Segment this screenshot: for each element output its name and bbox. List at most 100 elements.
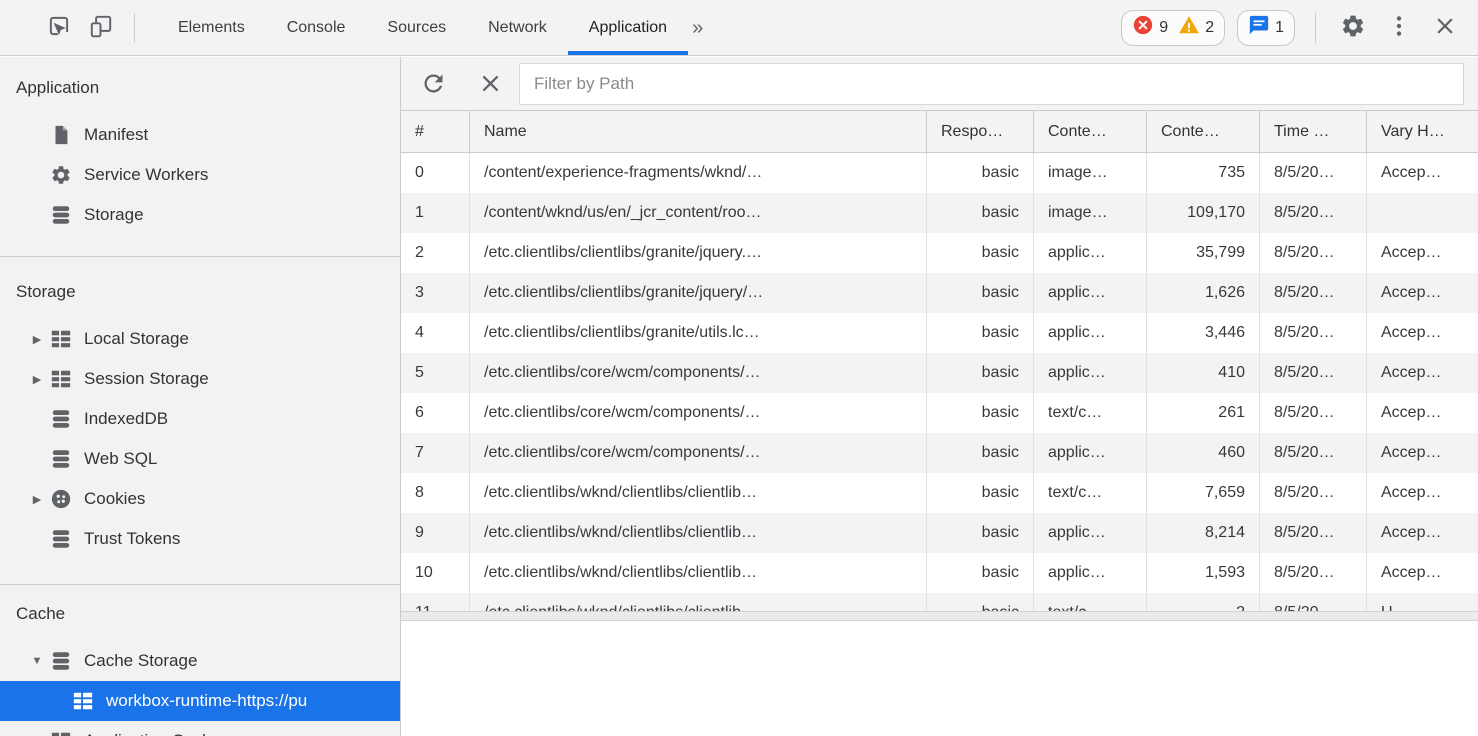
cell: 7 (401, 433, 470, 473)
table-row[interactable]: 6/etc.clientlibs/core/wcm/components/…ba… (401, 393, 1478, 433)
sidebar-item-label: Service Workers (84, 165, 209, 184)
cell: image… (1034, 193, 1147, 233)
sidebar-item-storage[interactable]: Storage (0, 195, 400, 235)
cell: basic (927, 553, 1034, 593)
table-icon (48, 728, 74, 736)
inspect-element-button[interactable] (42, 11, 76, 45)
sidebar-item-local-storage[interactable]: ▶ Local Storage (0, 319, 400, 359)
table-row[interactable]: 3/etc.clientlibs/clientlibs/granite/jque… (401, 273, 1478, 313)
cell: Accep… (1381, 444, 1442, 461)
cell: Accep… (1381, 404, 1442, 421)
sidebar-item-manifest[interactable]: Manifest (0, 115, 400, 155)
tab-network[interactable]: Network (467, 0, 568, 55)
cell: 6 (401, 393, 470, 433)
toggle-device-toolbar-button[interactable] (84, 11, 118, 45)
refresh-button[interactable] (417, 69, 449, 101)
console-messages-badge[interactable]: 1 (1237, 9, 1295, 46)
sidebar-item-trust-tokens[interactable]: Trust Tokens (0, 519, 400, 559)
cell: applic… (1034, 353, 1147, 393)
database-icon (48, 446, 74, 472)
cell: 8 (401, 473, 470, 513)
more-options-button[interactable] (1382, 11, 1416, 45)
clear-x-icon (477, 70, 504, 100)
cell: 3 (401, 273, 470, 313)
sidebar-item-indexeddb[interactable]: IndexedDB (0, 399, 400, 439)
sidebar-item-session-storage[interactable]: ▶ Session Storage (0, 359, 400, 399)
cell: basic (927, 153, 1034, 193)
table-row[interactable]: 10/etc.clientlibs/wknd/clientlibs/client… (401, 553, 1478, 593)
cell: 410 (1147, 353, 1260, 393)
toolbar-right-controls: 9 2 1 (1121, 9, 1478, 46)
horizontal-scrollbar[interactable] (401, 611, 1478, 621)
sidebar-item-label: Local Storage (84, 329, 189, 348)
tab-application[interactable]: Application (567, 0, 689, 55)
table-icon (70, 688, 96, 714)
database-icon (48, 406, 74, 432)
sidebar-item-label: Session Storage (84, 369, 209, 388)
sidebar-item-service-workers[interactable]: Service Workers (0, 155, 400, 195)
expand-collapsed-icon[interactable]: ▶ (32, 373, 42, 386)
column-header-2[interactable]: Respo… (927, 111, 1034, 152)
delete-selected-button[interactable] (474, 69, 506, 101)
console-issues-badge[interactable]: 9 2 (1121, 9, 1226, 46)
document-icon (48, 122, 74, 148)
cell: 8/5/20… (1260, 353, 1367, 393)
column-header-5[interactable]: Time … (1260, 111, 1367, 152)
cell: basic (927, 233, 1034, 273)
close-devtools-button[interactable] (1428, 11, 1462, 45)
table-row[interactable]: 5/etc.clientlibs/core/wcm/components/…ba… (401, 353, 1478, 393)
cell: text/c… (1034, 473, 1147, 513)
cell: /etc.clientlibs/wknd/clientlibs/clientli… (470, 593, 927, 611)
table-row[interactable]: 8/etc.clientlibs/wknd/clientlibs/clientl… (401, 473, 1478, 513)
cell: 7,659 (1147, 473, 1260, 513)
expand-collapsed-icon[interactable]: ▶ (32, 493, 42, 506)
column-header-6[interactable]: Vary H… (1381, 123, 1445, 140)
table-row[interactable]: 0/content/experience-fragments/wknd/…bas… (401, 153, 1478, 193)
expand-expanded-icon[interactable]: ▼ (31, 655, 43, 667)
sidebar-item-application-cache[interactable]: Application Cache (0, 721, 400, 736)
database-icon (48, 526, 74, 552)
tab-sources[interactable]: Sources (366, 0, 467, 55)
cell: basic (927, 273, 1034, 313)
cell: 8/5/20… (1260, 153, 1367, 193)
cell: basic (927, 193, 1034, 233)
cell: Accep… (1381, 164, 1442, 181)
column-header-3[interactable]: Conte… (1034, 111, 1147, 152)
sidebar-item-cookies[interactable]: ▶Cookies (0, 479, 400, 519)
table-row[interactable]: 9/etc.clientlibs/wknd/clientlibs/clientl… (401, 513, 1478, 553)
more-tabs-chevron[interactable]: » (692, 1, 703, 55)
error-icon (1132, 14, 1154, 41)
cell: applic… (1034, 433, 1147, 473)
table-row[interactable]: 1/content/wknd/us/en/_jcr_content/roo…ba… (401, 193, 1478, 233)
table-row[interactable]: 11/etc.clientlibs/wknd/clientlibs/client… (401, 593, 1478, 611)
sidebar-divider (0, 584, 400, 585)
column-header-4[interactable]: Conte… (1147, 111, 1260, 152)
column-header-0[interactable]: # (401, 111, 470, 152)
sidebar-divider (0, 256, 400, 257)
tab-elements[interactable]: Elements (157, 0, 266, 55)
cell: 10 (401, 553, 470, 593)
table-row[interactable]: 2/etc.clientlibs/clientlibs/granite/jque… (401, 233, 1478, 273)
sidebar-item-workbox-runtime-https-pu[interactable]: workbox-runtime-https://pu (0, 681, 400, 721)
sidebar-item-cache-storage[interactable]: ▼Cache Storage (0, 641, 400, 681)
cell: /etc.clientlibs/wknd/clientlibs/clientli… (470, 553, 927, 593)
cell: 109,170 (1147, 193, 1260, 233)
sidebar-item-web-sql[interactable]: Web SQL (0, 439, 400, 479)
toolbar-separator (1315, 12, 1316, 43)
cell: 11 (401, 593, 470, 611)
table-row[interactable]: 7/etc.clientlibs/core/wcm/components/…ba… (401, 433, 1478, 473)
sidebar-item-label: Trust Tokens (84, 529, 181, 548)
table-icon (48, 326, 74, 352)
settings-button[interactable] (1336, 11, 1370, 45)
warning-count: 2 (1205, 18, 1215, 36)
filter-by-path-input[interactable] (519, 63, 1464, 105)
table-row[interactable]: 4/etc.clientlibs/clientlibs/granite/util… (401, 313, 1478, 353)
expand-collapsed-icon[interactable]: ▶ (32, 333, 42, 346)
section-title: Application (16, 78, 100, 97)
column-header-1[interactable]: Name (470, 111, 927, 152)
tab-console[interactable]: Console (266, 0, 367, 55)
